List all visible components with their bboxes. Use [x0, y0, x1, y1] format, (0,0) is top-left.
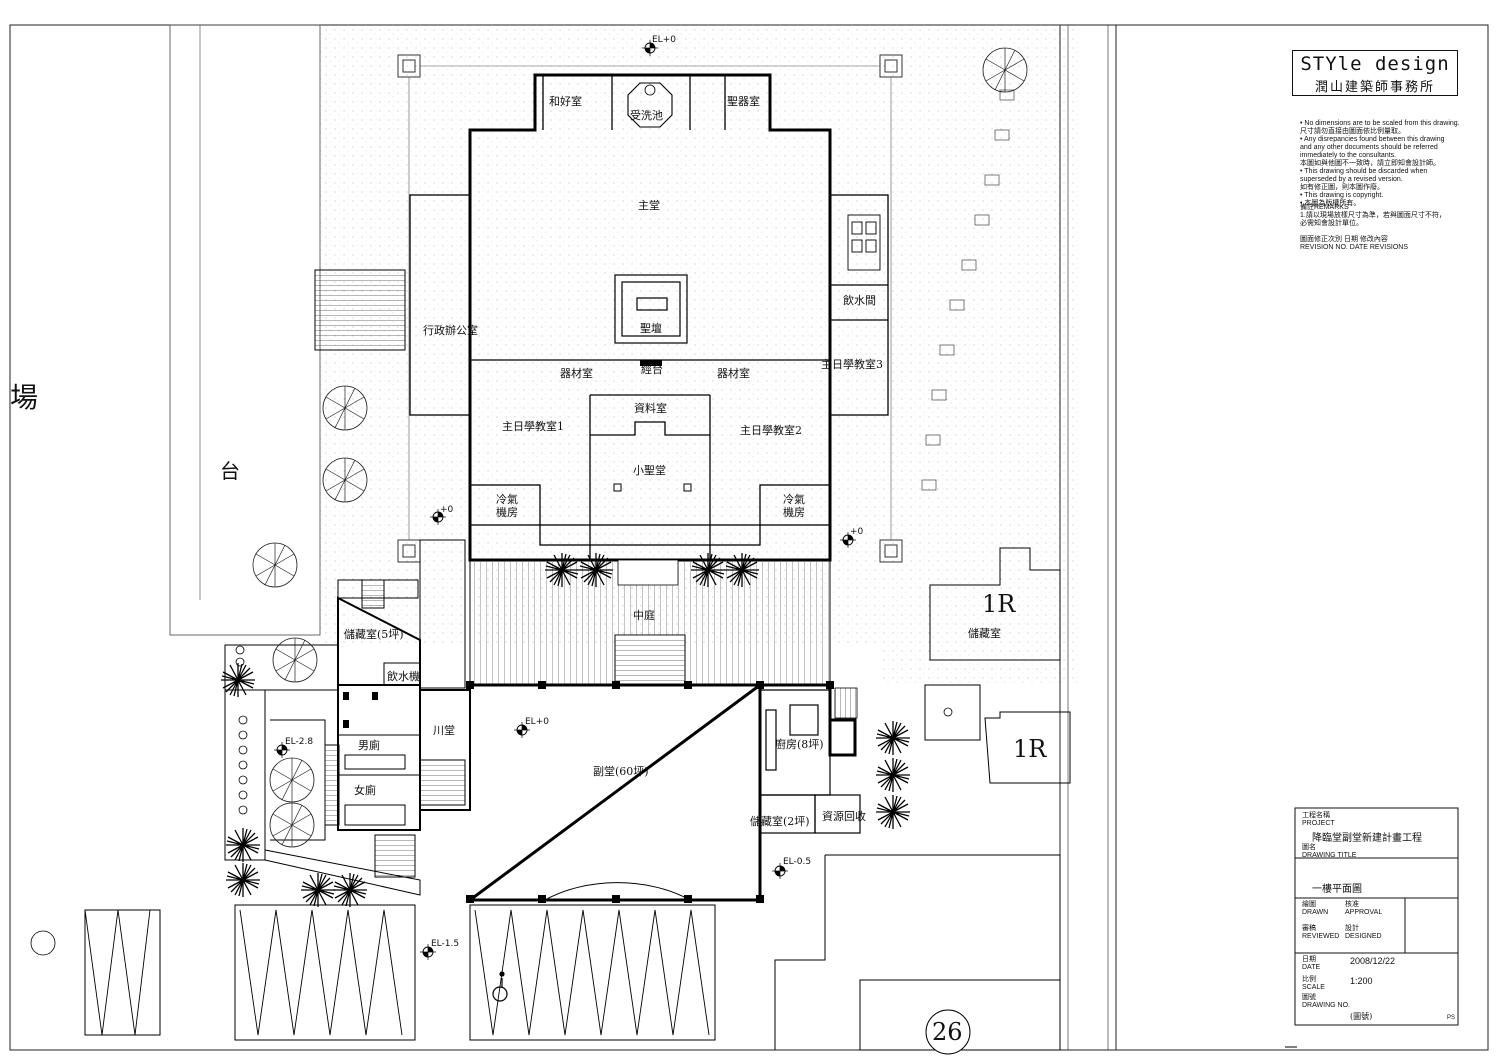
reviewed-zh: 審稿 [1302, 925, 1316, 932]
note-line: and any other documents should be referr… [1300, 144, 1438, 151]
drawing-no-value: (圖號) [1350, 1012, 1373, 1021]
room-kitchen: 廚房(8坪) [775, 738, 824, 751]
approval-label: 核准 APPROVAL [1345, 901, 1382, 917]
reviewed-en: REVIEWED [1302, 933, 1340, 940]
date-en: DATE [1302, 964, 1321, 971]
approval-en: APPROVAL [1345, 909, 1383, 916]
date-label: 日期 DATE [1302, 956, 1320, 972]
remarks-line: 必需知會設計單位。 [1300, 220, 1363, 227]
elevation-left: +0 [440, 505, 454, 515]
note-line: 如有修正圖，則本圖作廢。 [1300, 184, 1384, 191]
room-small-chapel: 小聖堂 [633, 464, 666, 477]
brand-firm: 潤山建築師事務所 [1314, 80, 1435, 95]
remarks-title: 備註REMARKS [1300, 204, 1349, 211]
drawing-title: 一樓平面圖 [1312, 884, 1362, 895]
drawing-no-zh: 圖號 [1302, 994, 1316, 1001]
note-line: superseded by a revised version. [1300, 176, 1403, 183]
elevation-west: EL-2.8 [285, 737, 314, 747]
designed-label: 設計 DESIGNED [1345, 925, 1382, 941]
drawing-no-en: DRAWING NO. [1302, 1002, 1350, 1009]
room-archive: 資料室 [634, 402, 667, 415]
drawing-title-label-en: DRAWING TITLE [1302, 852, 1357, 859]
room-storage-2: 儲藏室(2坪) [750, 815, 810, 828]
room-admin-office: 行政辦公室 [423, 324, 478, 337]
room-equipment-left: 器材室 [560, 367, 593, 380]
lot-number: 26 [932, 1018, 963, 1046]
plaza-char-2: 台 [220, 459, 240, 483]
drawing-title-label-zh: 圖名 [1302, 844, 1316, 851]
scale-zh: 比例 [1302, 976, 1316, 983]
note-line: 本圖如與他圖不一致時，請立即知會設計師。 [1300, 160, 1440, 167]
room-main-hall: 主堂 [638, 199, 660, 212]
room-sunday-school-2: 主日學教室2 [740, 424, 802, 437]
drawn-en: DRAWN [1302, 909, 1329, 916]
drawing-title-block: 圖名 DRAWING TITLE [1302, 844, 1356, 860]
designed-en: DESIGNED [1345, 933, 1382, 940]
room-mens-toilet: 男廁 [358, 739, 380, 752]
room-sunday-school-1: 主日學教室1 [502, 420, 564, 433]
scale-value: 1:200 [1350, 976, 1373, 986]
elevation-south: EL-1.5 [431, 939, 460, 949]
elevation-hall: EL+0 [525, 717, 549, 727]
remarks-line: 1.請以現場放樣尺寸為準，若與圖面尺寸不符， [1300, 212, 1446, 219]
room-peace-room: 和好室 [549, 95, 582, 108]
room-lobby: 川堂 [433, 724, 455, 737]
revision-header-zh: 圖面修正次別 日期 修改內容 [1300, 236, 1388, 243]
revision-header: 圖面修正次別 日期 修改內容 REVISION NO. DATE REVISIO… [1300, 236, 1460, 252]
elevation-southeast: EL-0.5 [783, 857, 812, 867]
note-line: • 本圖為版權所有。 [1300, 200, 1361, 207]
date-value: 2008/12/22 [1350, 956, 1396, 966]
room-altar: 聖壇 [640, 322, 662, 335]
room-recycling: 資源回收 [822, 810, 866, 823]
room-baptism-pool: 受洗池 [630, 109, 663, 122]
elevation-right: +0 [850, 527, 864, 537]
note-line: • This drawing should be discarded when [1300, 168, 1428, 175]
remarks: 備註REMARKS 1.請以現場放樣尺寸為準，若與圖面尺寸不符， 必需知會設計單… [1300, 204, 1460, 228]
note-line: • Any disrepancies found between this dr… [1300, 136, 1445, 143]
approval-zh: 核准 [1345, 901, 1359, 908]
drawing-notes: • No dimensions are to be scaled from th… [1300, 120, 1460, 208]
sheet-code: PS [1447, 1015, 1456, 1021]
room-sunday-school-3: 主日學教室3 [821, 358, 883, 371]
building-1r-b: 1R [1013, 735, 1047, 763]
designed-zh: 設計 [1345, 925, 1359, 932]
room-ac-left: 冷氣機房 [496, 493, 518, 519]
project-label-en: PROJECT [1302, 820, 1335, 827]
room-scripture-stage: 經台 [641, 363, 663, 376]
note-line: • This drawing is copyright. [1300, 192, 1384, 199]
room-water: 飲水間 [843, 294, 876, 307]
brand-name: STYle design [1300, 53, 1450, 75]
firm-logo: STYle design 潤山建築師事務所 [1292, 50, 1458, 96]
drawn-zh: 繪圖 [1302, 901, 1316, 908]
note-line: immediately to the consultants. [1300, 152, 1397, 159]
plaza-char-1: 場 [10, 381, 39, 414]
project-block: 工程名稱 PROJECT [1302, 812, 1335, 828]
project-label-zh: 工程名稱 [1302, 812, 1330, 819]
reviewed-label: 審稿 REVIEWED [1302, 925, 1339, 941]
room-equipment-right: 器材室 [717, 367, 750, 380]
room-vestry: 聖器室 [727, 95, 760, 108]
room-womens-toilet: 女廁 [354, 784, 376, 797]
date-zh: 日期 [1302, 956, 1316, 963]
room-storage-5: 儲藏室(5坪) [344, 628, 404, 641]
note-line: • No dimensions are to be scaled from th… [1300, 120, 1460, 127]
room-ac-right: 冷氣機房 [783, 493, 805, 519]
drawing-no-label: 圖號 DRAWING NO. [1302, 994, 1350, 1010]
scale-label: 比例 SCALE [1302, 976, 1325, 992]
project-name: 降臨堂副堂新建計畫工程 [1312, 833, 1422, 844]
room-water-dispenser: 飲水機 [387, 670, 420, 683]
building-1r-a: 1R [982, 590, 1016, 618]
drawn-label: 繪圖 DRAWN [1302, 901, 1328, 917]
elevation-top: EL+0 [652, 35, 676, 45]
scale-en: SCALE [1302, 984, 1325, 991]
note-line: 尺寸請勿直接由圖面依比例量取。 [1300, 128, 1405, 135]
room-storage-1r: 儲藏室 [968, 627, 1001, 640]
revision-header-en: REVISION NO. DATE REVISIONS [1300, 244, 1409, 251]
room-secondary-hall: 副堂(60坪) [593, 765, 649, 778]
room-courtyard: 中庭 [633, 609, 655, 622]
